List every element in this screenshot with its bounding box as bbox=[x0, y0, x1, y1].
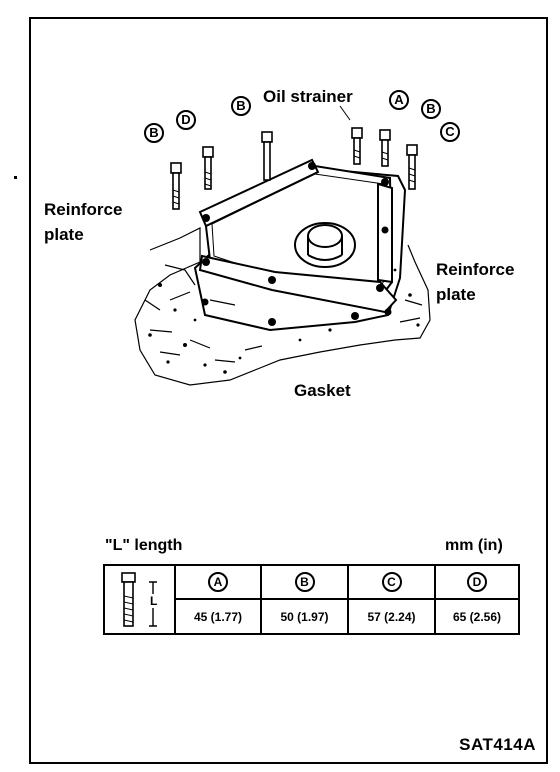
reinforce-plate-left-label-line2: plate bbox=[44, 225, 84, 244]
reinforce-plate-left-label-line1: Reinforce bbox=[44, 200, 123, 219]
table-title: "L" length bbox=[105, 537, 183, 554]
valve-body-casting bbox=[134, 227, 431, 386]
column-key-d: D bbox=[467, 572, 487, 592]
bolt-2 bbox=[202, 146, 214, 190]
leader-lines bbox=[339, 105, 351, 121]
bolt-marker-c: C bbox=[440, 122, 460, 142]
column-header-c: C bbox=[349, 566, 436, 600]
bolt-holes bbox=[201, 162, 392, 326]
column-key-a: A bbox=[208, 572, 228, 592]
bolt-1 bbox=[170, 162, 182, 210]
bolt-marker-d: D bbox=[176, 110, 196, 130]
bolt-5 bbox=[379, 129, 391, 167]
bolt-dimension-icon bbox=[121, 572, 157, 627]
bolt-threads bbox=[172, 149, 416, 205]
bolt-marker-b-right: B bbox=[421, 99, 441, 119]
bolt-diagram-cell: L bbox=[105, 566, 176, 633]
casting-texture bbox=[148, 268, 420, 374]
column-header-a: A bbox=[176, 566, 262, 600]
bolt-marker-b-center: B bbox=[231, 96, 251, 116]
bolt-dimension-label: L bbox=[149, 594, 159, 608]
bolt-marker-b-left: B bbox=[144, 123, 164, 143]
bolt-marker-a: A bbox=[389, 90, 409, 110]
table-unit: mm (in) bbox=[445, 537, 503, 554]
figure-code: SAT414A bbox=[459, 735, 536, 754]
figure-frame bbox=[29, 17, 548, 764]
length-value-b: 50 (1.97) bbox=[262, 600, 349, 633]
margin-mark bbox=[14, 176, 17, 179]
column-key-b: B bbox=[294, 572, 315, 592]
bolt-4 bbox=[351, 127, 363, 165]
reinforce-plate-right-label-line1: Reinforce bbox=[436, 260, 515, 279]
column-header-d: D bbox=[436, 566, 518, 600]
length-value-d: 65 (2.56) bbox=[452, 609, 502, 624]
bolt-length-table: L A B C D 45 (1.77) 50 (1.97) 57 (2.24) … bbox=[103, 564, 520, 635]
reinforce-plate-right-label-line2: plate bbox=[436, 285, 476, 304]
column-key-c: C bbox=[381, 572, 402, 592]
oil-strainer-label: Oil strainer bbox=[263, 87, 353, 106]
column-header-b: B bbox=[262, 566, 349, 600]
bolt-3 bbox=[261, 131, 273, 181]
length-value-c: 57 (2.24) bbox=[349, 600, 436, 633]
bolt-6 bbox=[406, 144, 418, 190]
length-value-a: 45 (1.77) bbox=[176, 600, 262, 633]
gasket-label: Gasket bbox=[294, 381, 351, 400]
